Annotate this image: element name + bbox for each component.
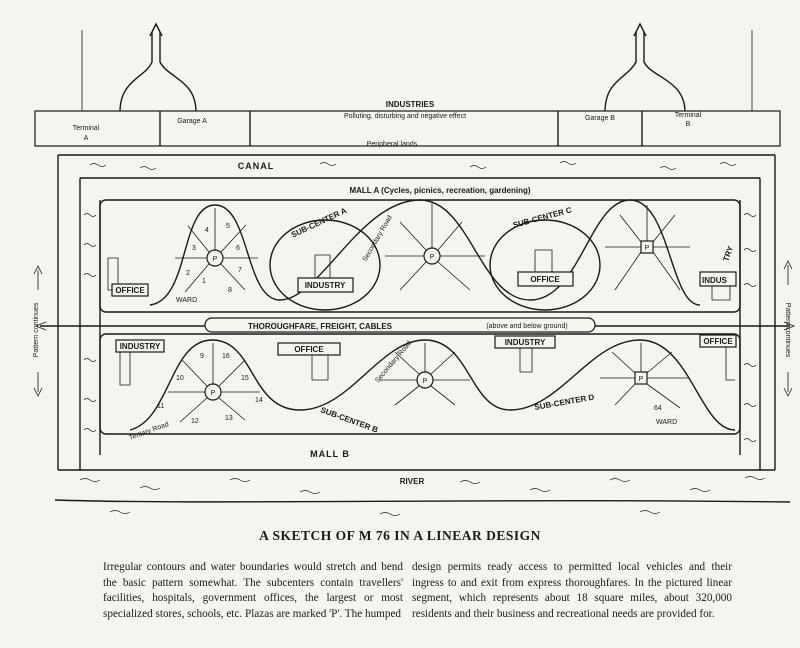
ward-label-upper: WARD xyxy=(176,297,197,304)
thoroughfare-label: THOROUGHFARE, FREIGHT, CABLES xyxy=(248,322,393,331)
ward-3: 3 xyxy=(192,245,196,252)
exit-right xyxy=(604,22,686,113)
canal: CANAL xyxy=(58,154,775,179)
exit-left xyxy=(119,22,197,113)
industry-lower-left: INDUSTRY xyxy=(115,339,165,386)
sub-center-c-label: SUB-CENTER C xyxy=(512,205,573,229)
tertiary-road-label: Tertiary Road xyxy=(128,421,170,442)
industries-title: INDUSTRIES xyxy=(386,100,435,109)
lower-right-plaza: P 64 WARD xyxy=(600,343,690,426)
pattern-right: Pattern continues xyxy=(783,260,793,397)
plaza-5: P xyxy=(423,378,428,385)
upper-hump-road xyxy=(149,199,701,306)
ward-15: 15 xyxy=(241,375,249,382)
office-lower-right: OFFICE xyxy=(699,334,737,381)
peripheral-lands-label: Peripheral lands xyxy=(367,141,418,148)
garage-b-label: Garage B xyxy=(585,115,615,122)
thoroughfare: THOROUGHFARE, FREIGHT, CABLES (above and… xyxy=(34,317,796,333)
mall-b-label: MALL B xyxy=(310,449,350,459)
plaza-3: P xyxy=(645,245,650,252)
sub-center-b-label: SUB-CENTER B xyxy=(319,405,379,434)
industry-upper-right: INDUS TRY xyxy=(699,244,737,301)
sub-center-d-label: SUB-CENTER D xyxy=(534,393,595,412)
office-lower-center: OFFICE xyxy=(277,342,341,381)
upper-left-plaza-wards: P 4 5 6 7 3 2 1 8 WARD xyxy=(175,208,258,304)
ward-12: 12 xyxy=(191,418,199,425)
mall-a-label: MALL A (Cycles, picnics, recreation, gar… xyxy=(349,186,530,195)
lower-segment xyxy=(99,333,741,435)
terminal-a-letter: A xyxy=(84,135,89,142)
sub-center-a-label: SUB-CENTER A xyxy=(290,206,349,240)
upper-right-plaza: P xyxy=(605,205,690,291)
ward-64: 64 xyxy=(654,405,662,412)
plaza-1: P xyxy=(213,256,218,263)
terminal-a-label: Terminal xyxy=(73,125,100,132)
lower-hump-road xyxy=(129,339,736,431)
office-label-lower-right: OFFICE xyxy=(703,337,733,346)
industry-label-lower-left: INDUSTRY xyxy=(120,342,161,351)
figure-caption: A SKETCH OF M 76 IN A LINEAR DESIGN xyxy=(259,528,541,543)
ward-10: 10 xyxy=(176,375,184,382)
terminal-b-letter: B xyxy=(686,121,691,128)
plaza-4: P xyxy=(211,390,216,397)
description-left: Irregular contours and water boundaries … xyxy=(103,561,403,620)
ward-4: 4 xyxy=(205,227,209,234)
ward-label-lower: WARD xyxy=(656,419,677,426)
ward-14: 14 xyxy=(255,397,263,404)
ward-9: 9 xyxy=(200,353,204,360)
pattern-continues-left: Pattern continues xyxy=(33,302,40,357)
upper-middle-plaza: P xyxy=(385,203,485,291)
right-water-strip xyxy=(739,155,776,470)
office-label-lower-center: OFFICE xyxy=(294,345,324,354)
above-below-label: (above and below ground) xyxy=(486,323,567,330)
ward-8: 8 xyxy=(228,287,232,294)
ward-6: 6 xyxy=(236,245,240,252)
linear-city-diagram: Terminal A Garage A INDUSTRIES Polluting… xyxy=(33,22,796,516)
terminal-b-label: Terminal xyxy=(675,112,702,119)
industry-label-lower-center: INDUSTRY xyxy=(505,338,546,347)
river-label: RIVER xyxy=(400,477,425,486)
lower-left-plaza-wards: P 9 16 10 15 11 14 12 13 xyxy=(157,343,263,425)
ward-5: 5 xyxy=(226,223,230,230)
industries-subtitle: Polluting, disturbing and negative effec… xyxy=(344,113,466,120)
plaza-2: P xyxy=(430,254,435,261)
ward-1: 1 xyxy=(202,278,206,285)
plaza-6: P xyxy=(639,376,644,383)
pattern-continues-right: Pattern continues xyxy=(784,303,791,358)
lower-middle-plaza: P xyxy=(380,343,470,406)
ward-16: 16 xyxy=(222,353,230,360)
canal-label: CANAL xyxy=(238,161,275,171)
description-right: design permits ready access to permitted… xyxy=(412,561,732,620)
industry-label-a: INDUSTRY xyxy=(305,281,346,290)
try-label: TRY xyxy=(721,244,735,262)
river: RIVER xyxy=(54,476,791,516)
indus-label: INDUS xyxy=(702,276,728,285)
pattern-left: Pattern continues xyxy=(33,265,43,397)
left-water-strip xyxy=(57,155,101,470)
garage-a-label: Garage A xyxy=(177,118,207,125)
office-label-upper-left: OFFICE xyxy=(115,286,145,295)
industries-bar: Terminal A Garage A INDUSTRIES Polluting… xyxy=(34,100,781,147)
ward-11: 11 xyxy=(157,403,164,410)
ward-13: 13 xyxy=(225,415,233,422)
ward-7: 7 xyxy=(238,267,242,274)
ward-2: 2 xyxy=(186,270,190,277)
industry-lower-center: INDUSTRY xyxy=(494,335,556,373)
office-upper-left: OFFICE xyxy=(107,257,149,297)
office-label-c: OFFICE xyxy=(530,275,560,284)
sub-center-c: SUB-CENTER C OFFICE xyxy=(489,205,601,311)
